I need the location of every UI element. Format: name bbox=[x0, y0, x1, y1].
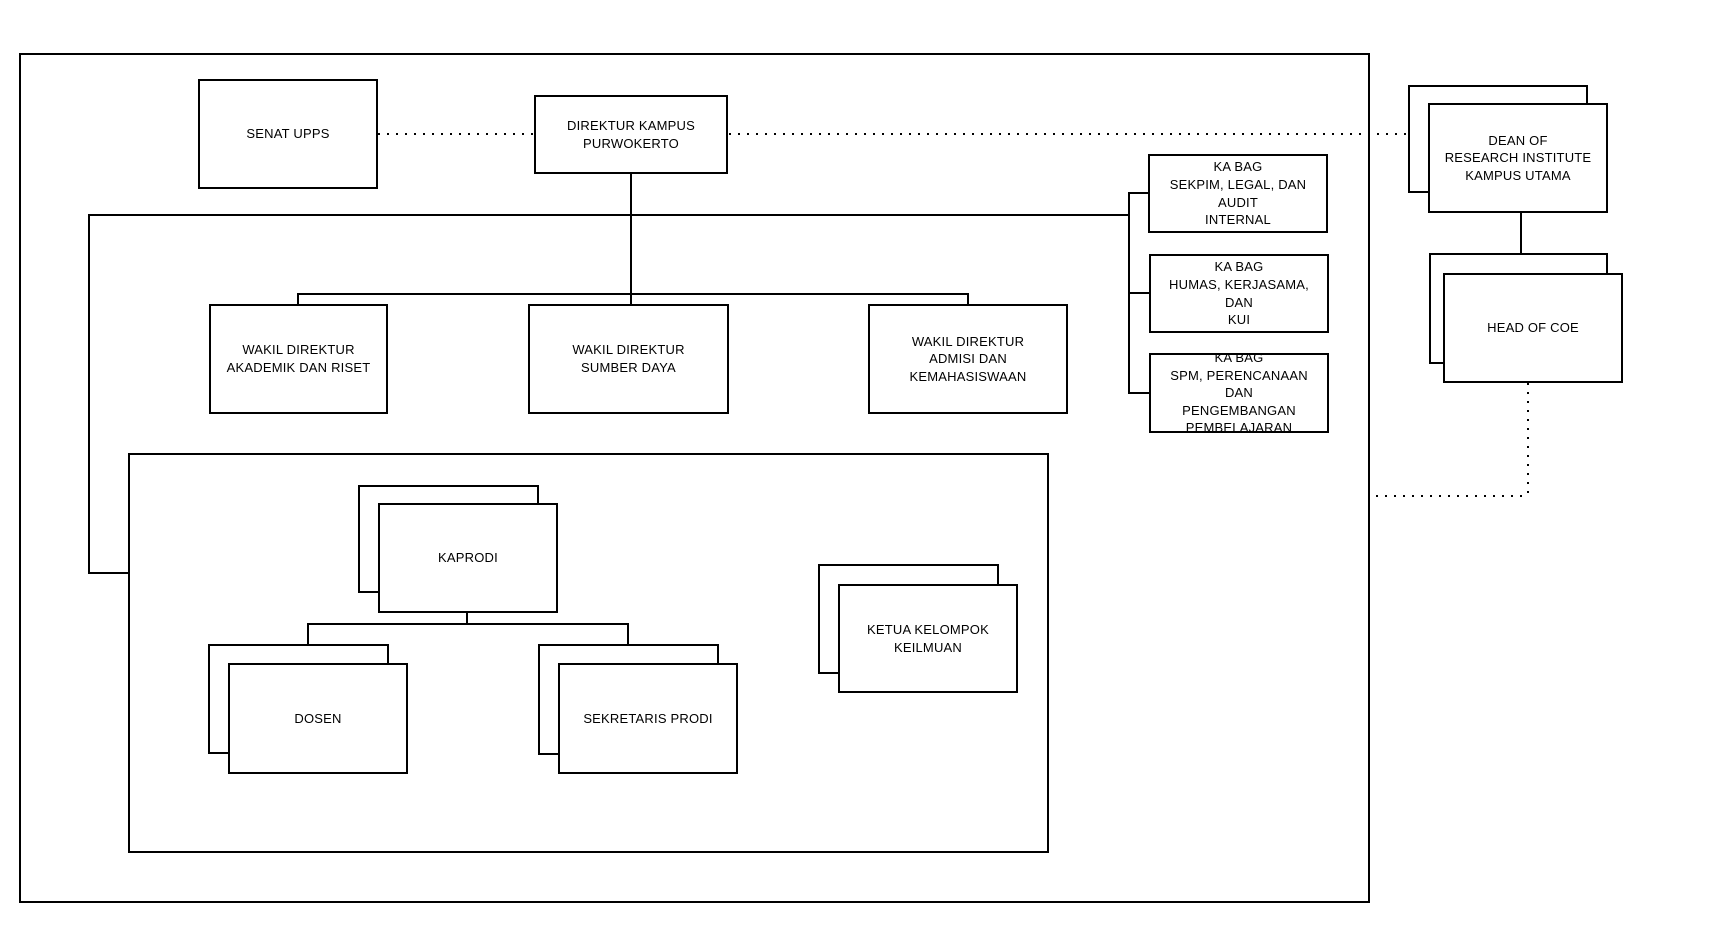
dotted-direktur-to-dean bbox=[729, 133, 1408, 135]
connector-stub-sekretaris bbox=[627, 623, 629, 644]
node-kabag-humas-label: KA BAG HUMAS, KERJASAMA, DAN KUI bbox=[1169, 259, 1309, 328]
node-ketua-kelompok-keilmuan: KETUA KELOMPOK KEILMUAN bbox=[838, 584, 1018, 693]
node-direktur-label: DIREKTUR KAMPUS PURWOKERTO bbox=[567, 117, 695, 151]
connector-left-vertical bbox=[88, 214, 90, 574]
node-wakil-direktur-sumber-daya: WAKIL DIREKTUR SUMBER DAYA bbox=[528, 304, 729, 414]
node-direktur-kampus-purwokerto: DIREKTUR KAMPUS PURWOKERTO bbox=[534, 95, 728, 174]
prodi-group-frame bbox=[128, 453, 1049, 853]
node-kaprodi-label: KAPRODI bbox=[438, 550, 498, 566]
node-wakil-admisi-label: WAKIL DIREKTUR ADMISI DAN KEMAHASISWAAN bbox=[909, 333, 1027, 384]
node-kabag-sekpim: KA BAG SEKPIM, LEGAL, DAN AUDIT INTERNAL bbox=[1148, 154, 1328, 233]
connector-stub-kabag-spm bbox=[1128, 392, 1150, 394]
dotted-headcoe-down bbox=[1527, 383, 1529, 497]
node-kabag-humas: KA BAG HUMAS, KERJASAMA, DAN KUI bbox=[1149, 254, 1329, 333]
connector-kaprodi-down bbox=[466, 613, 468, 625]
node-wakil-direktur-akademik: WAKIL DIREKTUR AKADEMIK DAN RISET bbox=[209, 304, 388, 414]
node-senat-upps-label: SENAT UPPS bbox=[246, 126, 330, 142]
node-dean-label: DEAN OF RESEARCH INSTITUTE KAMPUS UTAMA bbox=[1444, 132, 1592, 183]
node-dean-research-institute: DEAN OF RESEARCH INSTITUTE KAMPUS UTAMA bbox=[1428, 103, 1608, 213]
node-wakil-sumber-label: WAKIL DIREKTUR SUMBER DAYA bbox=[572, 342, 685, 375]
dotted-senat-to-direktur bbox=[378, 133, 534, 135]
connector-stub-wakil-akademik bbox=[297, 293, 299, 304]
connector-dean-to-headcoe bbox=[1520, 213, 1522, 254]
node-kabag-spm: KA BAG SPM, PERENCANAAN DAN PENGEMBANGAN… bbox=[1149, 350, 1329, 435]
node-ketua-label: KETUA KELOMPOK KEILMUAN bbox=[866, 621, 989, 655]
connector-stub-dosen bbox=[307, 623, 309, 644]
outer-group-frame bbox=[19, 53, 1370, 903]
connector-stub-kabag-sekpim bbox=[1128, 192, 1150, 194]
node-dosen-label: DOSEN bbox=[294, 710, 342, 726]
connector-direktur-level-horizontal bbox=[88, 214, 1130, 216]
node-kabag-spm-label: KA BAG SPM, PERENCANAAN DAN PENGEMBANGAN… bbox=[1170, 350, 1308, 436]
node-head-coe-label: HEAD OF COE bbox=[1487, 320, 1579, 336]
node-dosen: DOSEN bbox=[228, 663, 408, 774]
connector-left-to-prodi-frame bbox=[88, 572, 130, 574]
connector-stub-wakil-admisi bbox=[967, 293, 969, 304]
node-wakil-akademik-label: WAKIL DIREKTUR AKADEMIK DAN RISET bbox=[226, 342, 371, 375]
node-kabag-sekpim-label: KA BAG SEKPIM, LEGAL, DAN AUDIT INTERNAL bbox=[1169, 159, 1307, 228]
dotted-headcoe-to-frame bbox=[1376, 495, 1528, 497]
connector-stub-kabag-humas bbox=[1128, 292, 1150, 294]
node-senat-upps: SENAT UPPS bbox=[198, 79, 378, 189]
node-sekretaris-prodi: SEKRETARIS PRODI bbox=[558, 663, 738, 774]
connector-direktur-down bbox=[630, 174, 632, 304]
node-sekretaris-label: SEKRETARIS PRODI bbox=[583, 710, 713, 726]
node-wakil-direktur-admisi: WAKIL DIREKTUR ADMISI DAN KEMAHASISWAAN bbox=[868, 304, 1068, 414]
connector-prodi-branch bbox=[307, 623, 629, 625]
connector-wakil-branch bbox=[297, 293, 969, 295]
node-kaprodi: KAPRODI bbox=[378, 503, 558, 613]
node-head-coe: HEAD OF COE bbox=[1443, 273, 1623, 383]
